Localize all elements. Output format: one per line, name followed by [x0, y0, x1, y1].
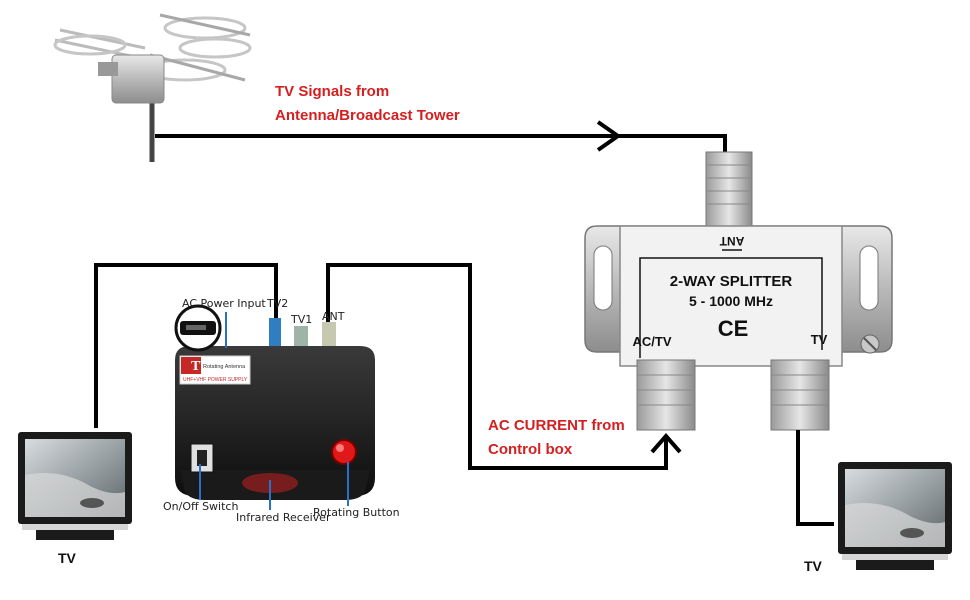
- infrared-receiver-label: Infrared Receiver: [236, 511, 331, 524]
- controlbox-to-splitter-wire: [326, 263, 682, 470]
- splitter-port-left-label: AC/TV: [633, 334, 672, 349]
- power-jack-icon: [174, 304, 222, 352]
- tv-left-label: TV: [58, 550, 76, 566]
- leader-lines: [199, 312, 349, 510]
- antenna-icon: [53, 13, 252, 162]
- ac-power-input-label: AC Power Input: [182, 297, 266, 310]
- rotating-button-label: Rotating Button: [313, 506, 400, 519]
- tv-left-icon: [18, 432, 132, 540]
- splitter-ant-label: ANT: [719, 234, 744, 248]
- brand-sub: UHF+VHF POWER SUPPLY: [183, 377, 248, 383]
- tv2-port-label: TV2: [267, 297, 289, 310]
- tv-right-icon: [838, 462, 952, 570]
- signals-annotation: TV Signals from Antenna/Broadcast Tower: [275, 80, 460, 128]
- current-annotation: AC CURRENT from Control box: [488, 414, 625, 462]
- splitter-title: 2-WAY SPLITTER: [670, 273, 793, 290]
- splitter-to-tv-wire: [796, 430, 834, 526]
- controlbox-to-tv-wire: [94, 263, 278, 428]
- signals-line2: Antenna/Broadcast Tower: [275, 107, 460, 124]
- tv1-port-label: TV1: [291, 313, 313, 326]
- splitter-port-right-label: TV: [811, 332, 828, 347]
- splitter-device: [584, 151, 893, 431]
- splitter-range: 5 - 1000 MHz: [689, 293, 773, 309]
- on-off-switch-label: On/Off Switch: [163, 500, 239, 513]
- brand-name: Rotating Antenna: [203, 364, 246, 370]
- control-box-device: [175, 318, 375, 500]
- antenna-to-splitter-wire: [155, 120, 727, 158]
- current-line1: AC CURRENT from: [488, 417, 625, 434]
- tv-right-label: TV: [804, 558, 822, 574]
- signals-line1: TV Signals from: [275, 83, 390, 100]
- brand-tv-logo: TV: [191, 359, 210, 374]
- current-line2: Control box: [488, 441, 573, 458]
- ant-port-label: ANT: [322, 310, 345, 323]
- ce-mark: CE: [718, 316, 749, 341]
